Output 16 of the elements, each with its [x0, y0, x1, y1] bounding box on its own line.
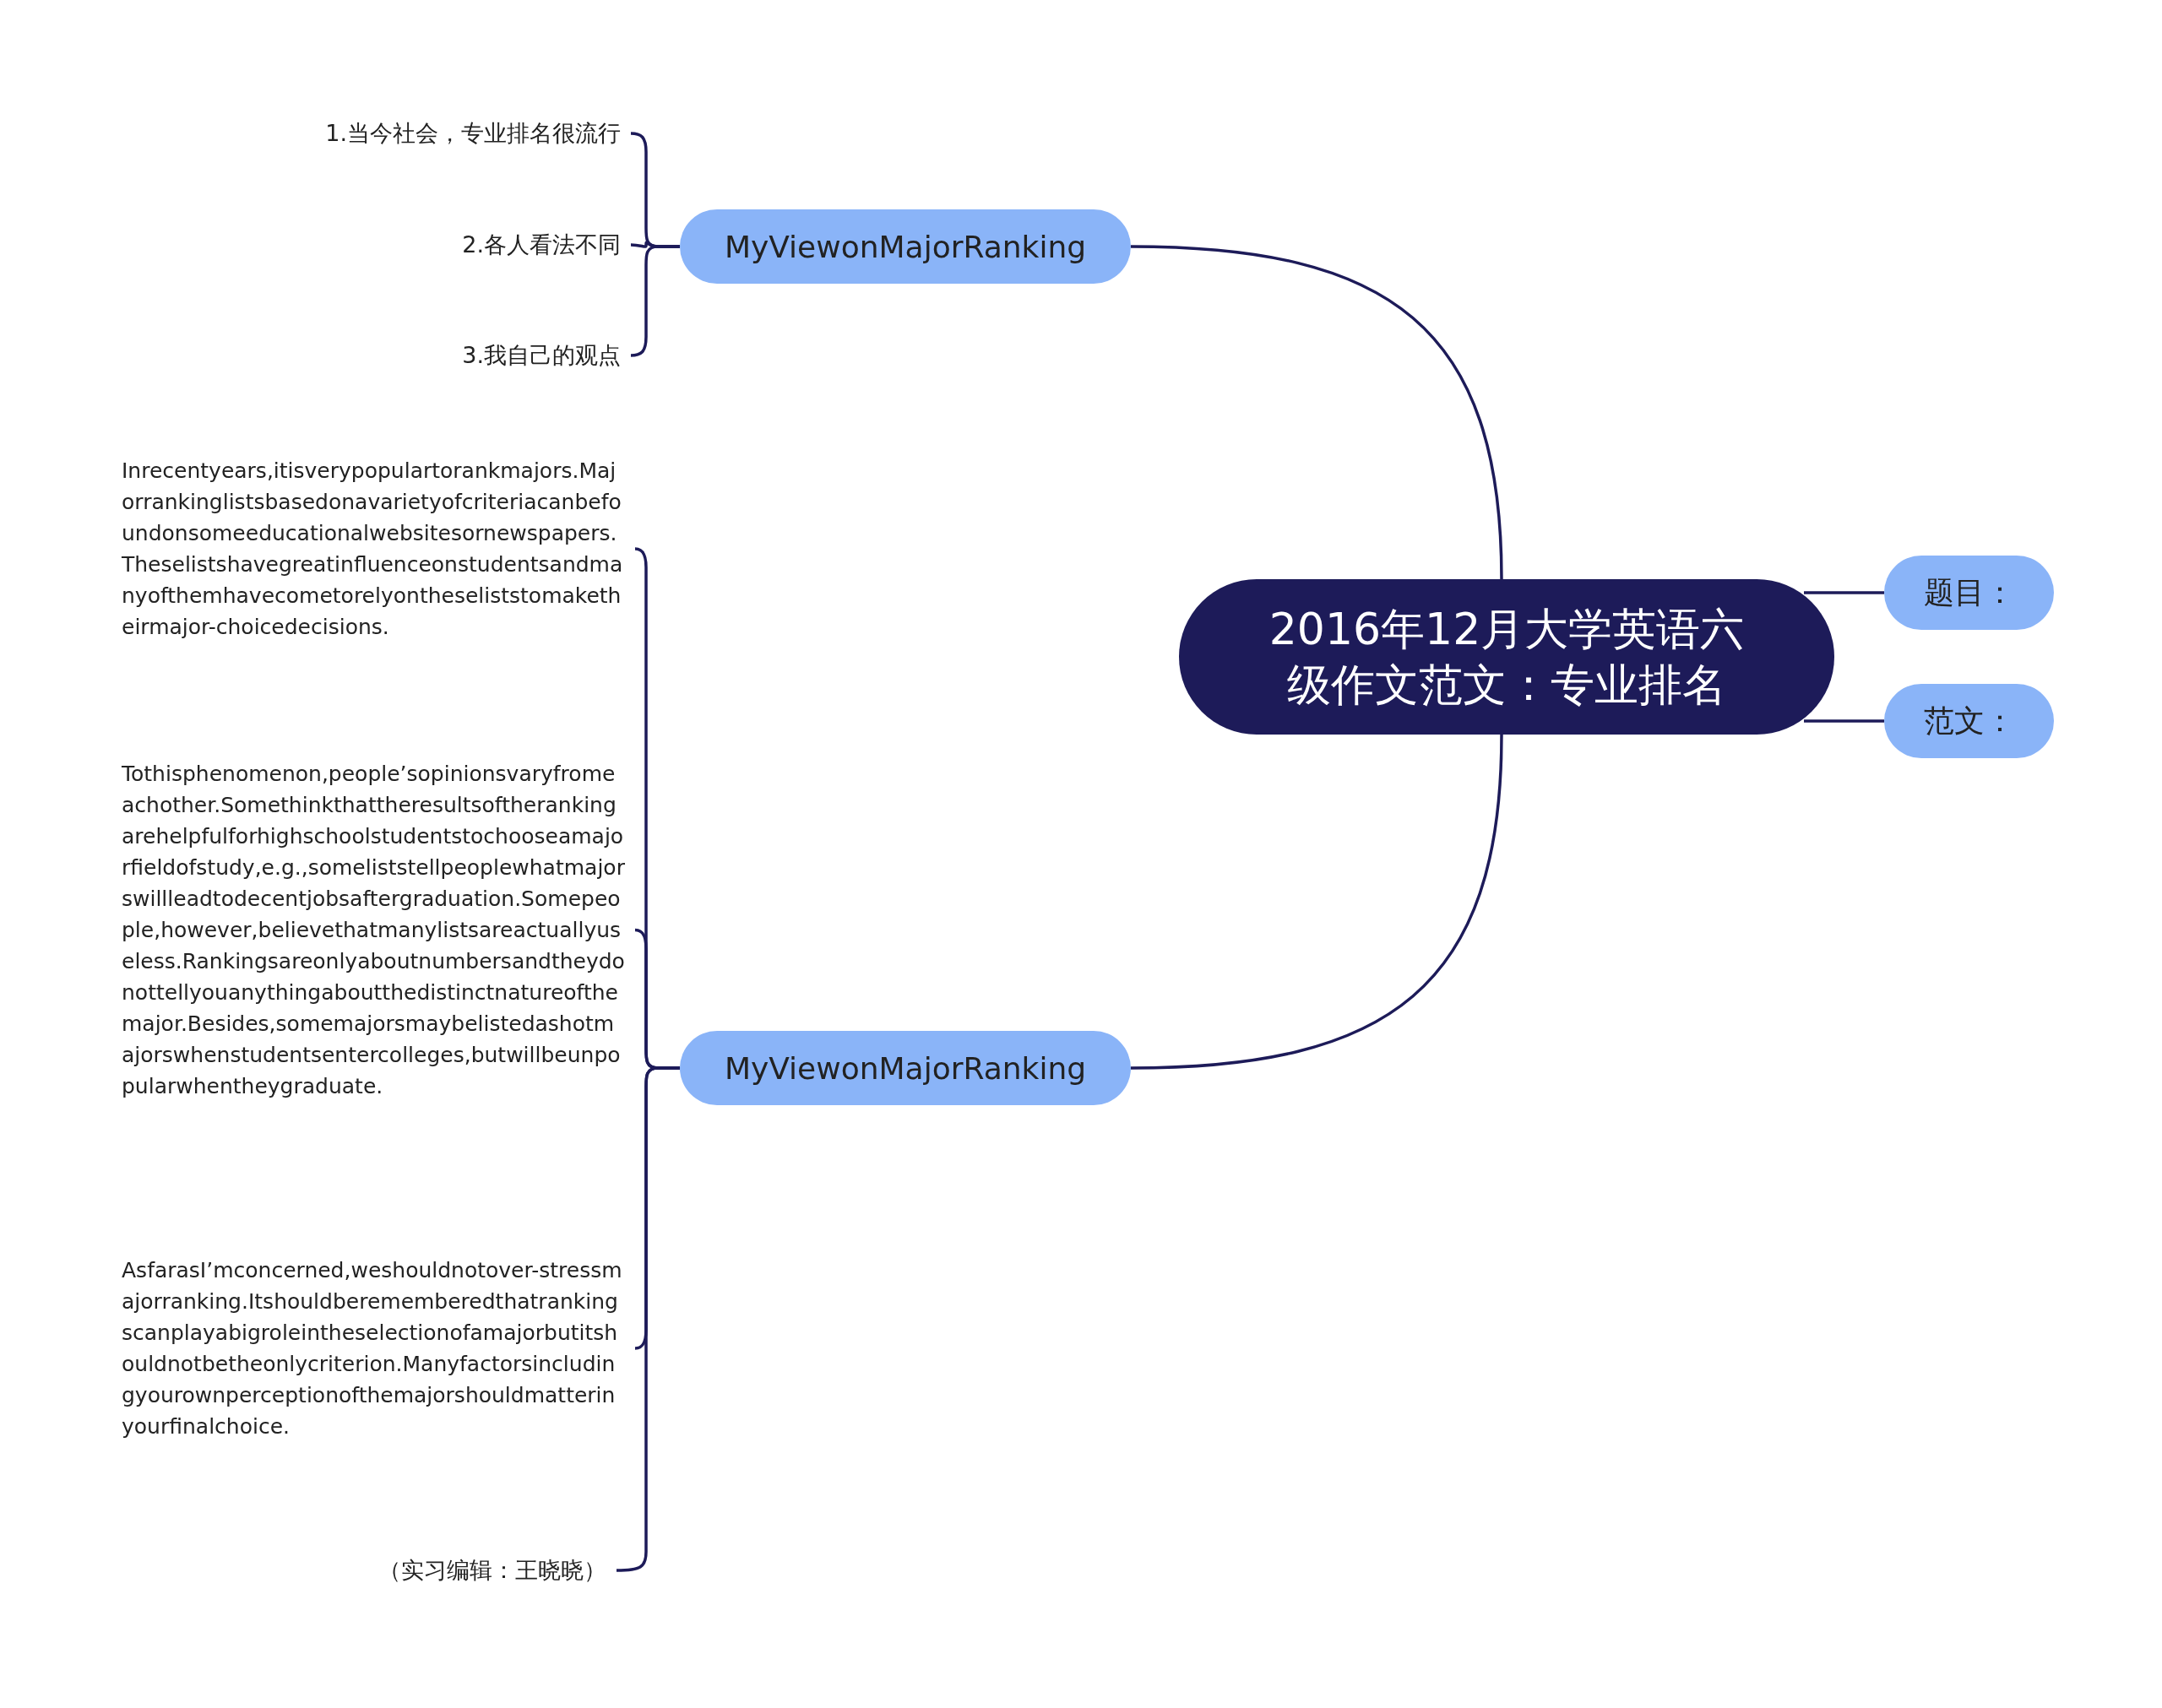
topic-box: 2016年12月大学英语六级作文范文：专业排名	[1179, 579, 1834, 735]
leaf-text: 2.各人看法不同	[253, 230, 621, 260]
connector-line	[1804, 719, 1884, 723]
branch-box: MyViewonMajorRanking	[680, 209, 1131, 284]
paragraph-text: Tothisphenomenon,people’sopinionsvaryfromeachother.Somethinkthattheresultsoftherankingarehelpfulforhighschoolstudentstochooseamajorfieldofstudy,e.g.,someliststellpeoplewhatmajorswillleadtodecentjobsaftergraduation.Somepeople,however,believethatmanylistsareactuallyuseless.Rankingsareonlyaboutnumbersandtheydonottellyouanythingaboutthedistinctnatureofthemajor.Besides,somemajorsmaybelistedashotmajorswhenstudentsentercolleges,butwillbeunpopularwhentheygraduate.	[122, 758, 625, 1102]
branch-box: 题目：	[1884, 556, 2054, 630]
paragraph-text: AsfarasI’mconcerned,weshouldnotover-stressmajorranking.Itshouldberememberedthatrankingscanplayabigroleintheselectionofamajorbutitshouldnotbetheonlycriterion.Manyfactorsincludingyourownperceptionofthemajorshouldmatterinyourfinalchoice.	[122, 1255, 625, 1442]
branch-box: 范文：	[1884, 684, 2054, 758]
leaf-text: 1.当今社会，专业排名很流行	[253, 118, 621, 149]
note-text: （实习编辑：王晓晓）	[253, 1555, 606, 1586]
connector-line	[1130, 734, 1503, 1070]
connector-line	[1130, 245, 1503, 580]
connector-line	[1804, 591, 1884, 594]
leaf-text: 3.我自己的观点	[253, 340, 621, 371]
paragraph-text: Inrecentyears,itisverypopulartorankmajors.Majorrankinglistsbasedonavarietyofcriteriacanbefoundonsomeeducationalwebsitesornewspapers.Theselistshavegreatinfluenceonstudentsandmanyofthemhavecometorelyontheseliststomaketheirmajor-choicedecisions.	[122, 455, 625, 643]
branch-box: MyViewonMajorRanking	[680, 1031, 1131, 1105]
